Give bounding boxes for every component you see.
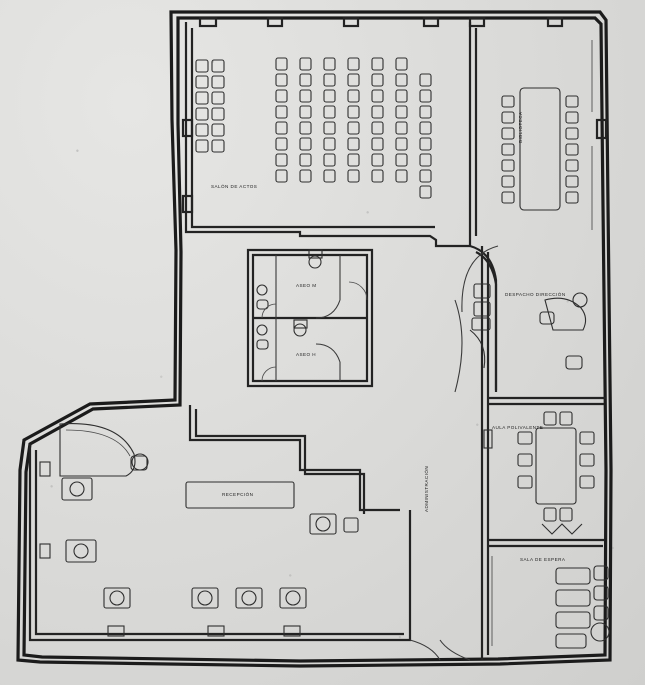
room-label-sala-de-espera: SALA DE ESPERA bbox=[520, 557, 566, 562]
sala-espera-furniture bbox=[491, 556, 610, 649]
room-label-recepcion: RECEPCIÓN bbox=[222, 491, 253, 497]
room-label-aseo-h: ASEO H bbox=[296, 352, 316, 357]
room-label-despacho-direccion: DESPACHO DIRECCIÓN bbox=[505, 291, 566, 297]
room-label-salon-de-actos: SALÓN DE ACTOS bbox=[211, 183, 257, 189]
auditorium-seats bbox=[275, 57, 432, 199]
library-room bbox=[468, 22, 608, 246]
reception-area bbox=[28, 405, 471, 661]
reception-desk bbox=[59, 423, 149, 477]
building-envelope bbox=[16, 10, 613, 668]
room-label-biblioteca: BIBLIOTECA bbox=[518, 111, 523, 143]
room-labels: SALÓN DE ACTOS BIBLIOTECA ASEO M ASEO H … bbox=[211, 111, 566, 562]
room-label-aseo-m: ASEO M bbox=[296, 283, 317, 288]
auditorium-room bbox=[181, 16, 564, 248]
aula-polivalente-furniture bbox=[483, 411, 595, 535]
direccion-furniture bbox=[469, 283, 588, 370]
room-label-administracion: ADMINISTRACIÓN bbox=[423, 466, 429, 512]
toilets-block bbox=[246, 248, 374, 388]
room-label-aula-polivalente: AULA POLIVALENTE bbox=[492, 425, 543, 430]
right-wing bbox=[454, 244, 610, 660]
